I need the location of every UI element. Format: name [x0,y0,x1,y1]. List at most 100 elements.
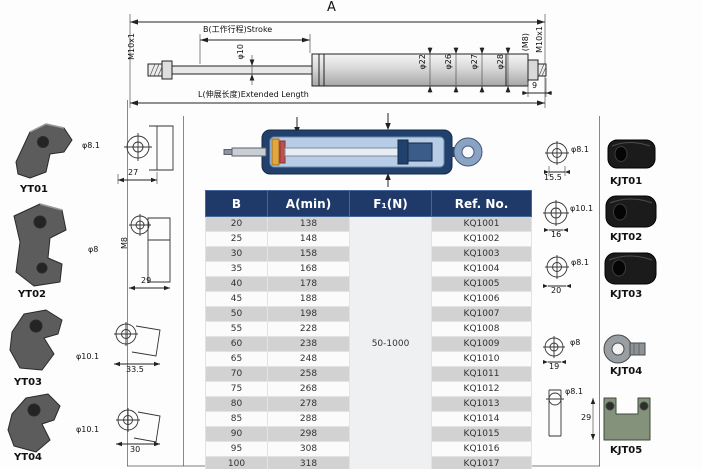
a-min-value: 168 [267,261,350,277]
dim-end-cap [522,78,552,97]
fitting-drawing-yt02 [13,203,171,291]
ref-no-value: KQ1005 [431,276,532,292]
a-min-value: 188 [267,291,350,307]
ref-no-value: KQ1016 [431,441,532,457]
stroke-b-value: 80 [205,396,268,412]
ref-no-value: KQ1010 [431,351,532,367]
a-min-value: 248 [267,351,350,367]
stroke-b-value: 40 [205,276,268,292]
a-min-value: 318 [267,456,350,469]
fitting-hole-dia-kjt03: φ8.1 [571,258,589,267]
stroke-dim-label: B(工作行程)Stroke [203,25,273,34]
ref-no-value: KQ1012 [431,381,532,397]
spec-table-header-row: B A(min) F₁(N) Ref. No. [205,190,532,217]
stroke-b-value: 70 [205,366,268,382]
a-min-value: 258 [267,366,350,382]
fitting-drawing-yt01 [15,123,174,184]
m8-thread-label: (M8) [521,33,530,52]
stroke-b-value: 30 [205,246,268,262]
stroke-b-value: 100 [205,456,268,469]
fitting-drawing-kjt02 [543,195,657,232]
col-header-a-min: A(min) [267,190,350,217]
fitting-drawing-yt03 [9,309,161,371]
fitting-hole-dia-kjt02: φ10.1 [570,204,594,213]
fitting-name-yt02: YT02 [18,289,46,300]
ref-no-value: KQ1004 [431,261,532,277]
stroke-b-value: 45 [205,291,268,307]
stroke-b-value: 65 [205,351,268,367]
fitting-drawing-kjt04 [543,334,646,364]
ref-no-value: KQ1017 [431,456,532,469]
stroke-b-value: 35 [205,261,268,277]
rod-diameter-label: φ10 [236,44,245,60]
left-thread-label: M10x1 [127,33,136,60]
dim-body-diameters [427,47,511,93]
dim-rod-diameter [249,55,255,85]
stroke-b-value: 55 [205,321,268,337]
ref-no-value: KQ1014 [431,411,532,427]
end-cap-dim-label: 9 [532,81,538,90]
fitting-width-yt01: 27 [128,168,139,177]
gas-spring-cross-section [223,113,483,187]
force-range-value: 50-1000 [349,216,432,469]
fitting-width-kjt01: 15.5 [544,173,562,182]
fitting-thread-yt02: M8 [120,237,129,249]
fitting-name-kjt04: KJT04 [610,366,643,377]
a-min-value: 308 [267,441,350,457]
a-min-value: 198 [267,306,350,322]
body-diameter-label-2: φ26 [444,54,453,70]
a-min-value: 178 [267,276,350,292]
a-min-value: 228 [267,321,350,337]
stroke-b-value: 60 [205,336,268,352]
ref-no-value: KQ1015 [431,426,532,442]
fitting-width-kjt03: 20 [551,286,562,295]
a-min-value: 138 [267,216,350,232]
ref-no-value: KQ1003 [431,246,532,262]
col-header-ref-no: Ref. No. [431,190,532,217]
fitting-name-kjt03: KJT03 [610,289,643,300]
fitting-drawing-kjt03 [543,252,657,288]
fitting-width-kjt02: 16 [551,230,562,239]
body-diameter-label-4: φ28 [496,54,505,70]
ref-no-value: KQ1008 [431,321,532,337]
fitting-hole-dia-kjt04: φ8 [570,338,581,347]
fitting-hole-dia-yt04: φ10.1 [76,425,100,434]
fitting-width-yt02: 29 [141,276,152,285]
fitting-hole-dia-yt02: φ8 [88,245,99,254]
body-diameter-label-3: φ27 [470,54,479,70]
ref-no-value: KQ1009 [431,336,532,352]
fitting-drawing-kjt01 [544,139,656,176]
fitting-name-yt04: YT04 [14,452,42,463]
col-header-b: B [205,190,268,217]
fitting-hole-dia-kjt05: φ8.1 [565,387,583,396]
fitting-name-yt01: YT01 [20,184,48,195]
dim-stroke [199,34,311,64]
ref-no-value: KQ1013 [431,396,532,412]
fitting-hole-dia-yt01: φ8.1 [82,141,100,150]
stroke-b-value: 95 [205,441,268,457]
gas-spring-side-view [147,53,547,87]
fitting-name-kjt02: KJT02 [610,232,643,243]
a-min-value: 238 [267,336,350,352]
ref-no-value: KQ1001 [431,216,532,232]
a-min-value: 158 [267,246,350,262]
ref-no-value: KQ1002 [431,231,532,247]
dim-a-label: A [327,0,336,15]
fitting-width-yt03: 33.5 [126,365,144,374]
fitting-name-kjt05: KJT05 [610,445,643,456]
fitting-width-yt04: 30 [130,445,141,454]
fitting-drawing-yt04 [7,393,161,453]
body-diameter-label-1: φ22 [418,54,427,70]
